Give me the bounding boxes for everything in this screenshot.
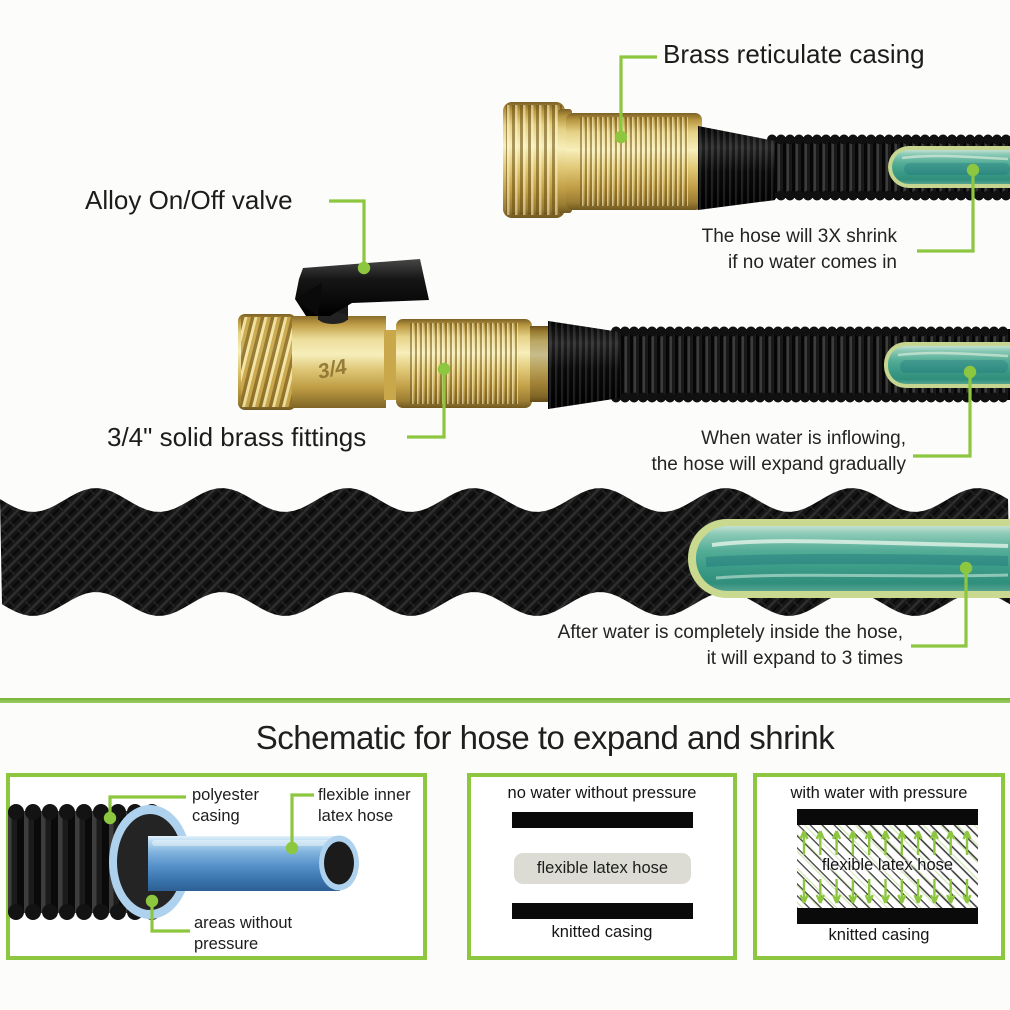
middle-panel-bottom-casing-bar — [512, 903, 693, 919]
onoff-valve-label: Alloy On/Off valve — [85, 185, 293, 215]
valve-size-marking: 3/4 — [316, 355, 350, 384]
schematic-title: Schematic for hose to expand and shrink — [255, 719, 835, 756]
brass-casing-label: Brass reticulate casing — [663, 39, 925, 69]
right-panel-top-casing-bar — [797, 809, 978, 825]
middle-panel-title: no water without pressure — [507, 784, 697, 802]
expand-note: After water is completely inside the hos… — [557, 622, 903, 669]
shrink-note: The hose will 3X shrink if no water come… — [701, 226, 897, 273]
inflow-note: When water is inflowing, the hose will e… — [651, 428, 906, 475]
right-panel-title: with water with pressure — [790, 784, 968, 802]
areas-without-pressure-label: areas without pressure — [194, 914, 293, 953]
middle-panel-latex-pill: flexible latex hose — [514, 853, 691, 884]
top-fitting-photo — [503, 102, 1010, 218]
fittings-label: 3/4" solid brass fittings — [107, 422, 367, 452]
right-panel-latex-label: flexible latex hose — [821, 856, 954, 874]
expanded-hose-photo — [0, 488, 1010, 616]
flexible-inner-latex-label: flexible inner latex hose — [318, 786, 411, 825]
valve-photo: 3/4 — [238, 259, 1010, 410]
middle-panel-top-casing-bar — [512, 812, 693, 828]
right-panel-bottom-casing-bar — [797, 908, 978, 924]
section-divider-rule — [0, 698, 1010, 703]
polyester-casing-label: polyester casing — [192, 786, 259, 825]
right-panel-casing-label: knitted casing — [828, 926, 930, 944]
middle-panel-casing-label: knitted casing — [551, 923, 653, 941]
